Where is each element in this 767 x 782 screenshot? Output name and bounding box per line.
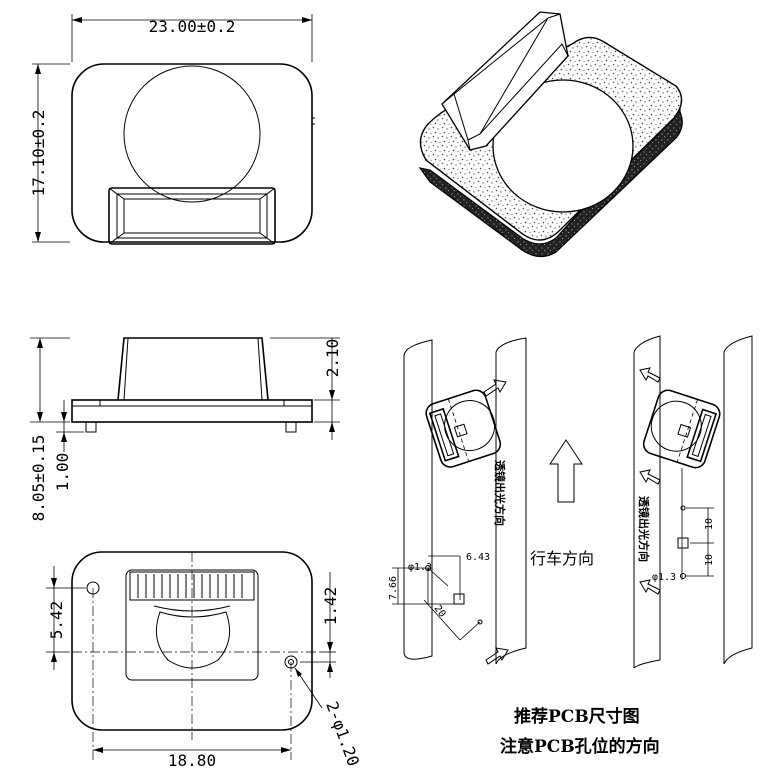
caption-line2: 注意PCB孔位的方向: [500, 736, 660, 757]
pcb-right-part: [642, 389, 721, 469]
iso-lens: [492, 79, 634, 213]
top-width-dim: 23.00±0.2: [149, 17, 236, 36]
side-dim-b: 8.05±0.15: [29, 435, 48, 522]
pcb-right-hole: [680, 573, 686, 579]
travel-direction-label: 行车方向: [530, 549, 594, 568]
side-view-pin-left: [85, 421, 97, 433]
pcb-right-dim-bottom: 10: [704, 554, 715, 566]
bottom-view-grille-ribs: [137, 574, 243, 598]
pcb-right-arrow-top: [639, 367, 661, 383]
travel-direction: 行车方向: [530, 439, 594, 568]
pcb-right-arrow-bottom: [639, 579, 661, 595]
caption-line1: 推荐PCB尺寸图: [514, 706, 640, 727]
side-dim-a: 2.10: [323, 339, 342, 378]
bottom-view-lens: [155, 611, 231, 669]
pcb-right-strip-edge-left: [633, 335, 661, 669]
bottom-view: 5.42 1.42 18.80 2-φ1.20: [46, 551, 363, 770]
top-height-dim: 17.10±0.2: [29, 110, 48, 197]
isometric-view: [418, 11, 683, 258]
top-view: 23.00±0.2 17.10±0.2: [29, 14, 315, 245]
travel-arrow: [549, 439, 583, 503]
pcb-right-arrow-mid: [639, 469, 661, 485]
pcb-right: 透镜出光方向 10 10 φ1.3: [633, 335, 753, 669]
iso-base-side: [418, 98, 683, 258]
pcb-left-strip-edge-left: [403, 339, 433, 660]
side-view-dome: [117, 337, 269, 401]
pcb-left: 透镜出光方向 φ1.3 6.43 7.66 20: [388, 337, 527, 665]
top-view-lens: [123, 65, 261, 203]
pcb-right-lens-dir: 透镜出光方向: [637, 496, 651, 562]
bottom-dim-width: 18.80: [168, 751, 216, 770]
pcb-left-arrow-bottom: [485, 647, 509, 665]
pcb-right-hole-dia: φ1.3: [652, 572, 676, 583]
pcb-right-dim-top: 10: [704, 518, 715, 530]
pcb-left-dim-diag: 20: [432, 603, 448, 619]
pcb-left-hole-dia: φ1.3: [408, 562, 432, 573]
pcb-right-strip-edge-right: [723, 335, 753, 665]
pcb-left-dim-y: 7.66: [388, 576, 399, 600]
top-view-window: [108, 187, 276, 245]
side-view-base: [71, 399, 313, 423]
top-view-body: [71, 63, 313, 243]
bottom-dim-right: 1.42: [321, 587, 340, 626]
side-view-pin-right: [285, 421, 297, 433]
bottom-hole-dim: 2-φ1.20: [322, 699, 363, 769]
pcb-left-arrow-top: [483, 379, 507, 397]
pcb-left-part: [425, 389, 502, 468]
side-view: 2.10 8.05±0.15 1.00: [29, 337, 342, 522]
side-dim-c: 1.00: [53, 453, 72, 492]
bottom-dim-left: 5.42: [47, 601, 66, 640]
pcb-left-lens-dir: 透镜出光方向: [493, 460, 507, 526]
pcb-left-dim-x: 6.43: [466, 552, 490, 563]
